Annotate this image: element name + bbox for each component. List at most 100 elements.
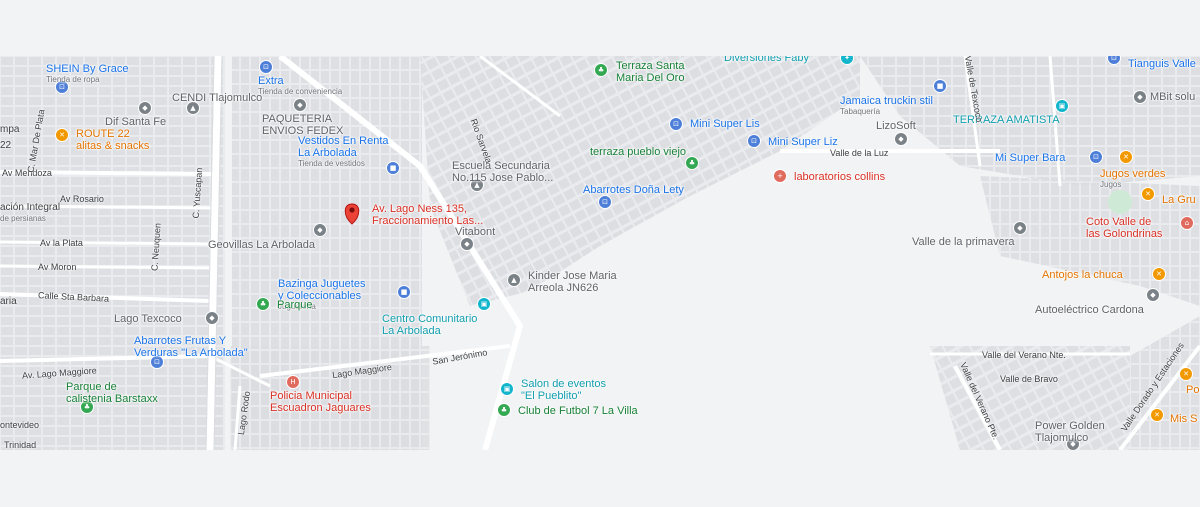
- shopping-bag-icon[interactable]: ■: [933, 79, 947, 93]
- shopping-bag-icon[interactable]: ■: [386, 161, 400, 175]
- place-label-geovillas[interactable]: Geovillas La Arbolada: [208, 239, 315, 251]
- school-icon[interactable]: ▲: [186, 101, 200, 115]
- pin-icon[interactable]: ◆: [293, 98, 307, 112]
- place-name: Mi Super Bara: [995, 152, 1066, 164]
- tree-icon[interactable]: ♣: [80, 400, 94, 414]
- place-label-terrazapueblo[interactable]: terraza pueblo viejo: [590, 146, 686, 158]
- building-icon[interactable]: ▣: [477, 297, 491, 311]
- place-label-misuperbara[interactable]: Mi Super Bara: [995, 152, 1065, 164]
- police-icon[interactable]: H: [286, 375, 300, 389]
- place-label-misu[interactable]: Mis S: [1170, 413, 1198, 425]
- tree-icon[interactable]: ♣: [685, 156, 699, 170]
- place-label-antojos[interactable]: Antojos la chuca: [1042, 269, 1123, 281]
- pin-icon[interactable]: ◆: [1133, 90, 1147, 104]
- place-name: Escuela Secundaria: [452, 160, 550, 172]
- location-marker: [344, 203, 360, 225]
- place-label-clubfutbol[interactable]: Club de Futbol 7 La Villa: [518, 405, 638, 417]
- pin-icon[interactable]: ◆: [1146, 288, 1160, 302]
- place-category: Jugos: [1100, 180, 1122, 189]
- tree-icon[interactable]: ♣: [594, 63, 608, 77]
- shopping-cart-icon[interactable]: ⊡: [669, 117, 683, 131]
- school-icon[interactable]: ▲: [470, 178, 484, 192]
- place-label-autoelectrico[interactable]: Autoeléctrico Cardona: [1035, 304, 1144, 316]
- shopping-cart-icon[interactable]: ⊡: [747, 134, 761, 148]
- place-label-abarroteslety[interactable]: Abarrotes Doña Lety: [583, 184, 684, 196]
- shopping-cart-icon[interactable]: ⊡: [1089, 150, 1103, 164]
- balloon-icon[interactable]: ✦: [840, 56, 854, 65]
- label-cion-integral: ación Integral: [0, 202, 61, 213]
- place-name: Vestidos En Renta: [298, 135, 389, 147]
- place-label-tianguis[interactable]: Tianguis Valle: [1128, 58, 1196, 70]
- map-view[interactable]: Av. Lago Ness 135, Fraccionamiento Las..…: [0, 56, 1200, 450]
- place-label-valleprimavera[interactable]: Valle de la primavera: [912, 236, 1015, 248]
- pin-icon[interactable]: ◆: [894, 132, 908, 146]
- shopping-cart-icon[interactable]: ⊡: [55, 80, 69, 94]
- place-name-line2: "El Pueblito": [521, 390, 582, 402]
- fork-knife-icon[interactable]: ✕: [1152, 267, 1166, 281]
- place-label-parque[interactable]: Parque: [277, 299, 312, 311]
- building-icon[interactable]: ▣: [1055, 99, 1069, 113]
- place-label-cendi[interactable]: CENDI Tlajomulco: [172, 92, 262, 104]
- place-label-miniliz[interactable]: Mini Super Liz: [768, 136, 838, 148]
- place-label-mbit[interactable]: MBit solu: [1150, 91, 1195, 103]
- place-label-diversiones[interactable]: Diversiones Faby: [724, 56, 809, 64]
- shopping-cart-icon[interactable]: ⊡: [259, 60, 273, 74]
- label-aria: aria: [0, 296, 17, 307]
- fork-knife-icon[interactable]: ✕: [1179, 367, 1193, 381]
- pin-icon[interactable]: ◆: [1066, 437, 1080, 450]
- fork-knife-icon[interactable]: ✕: [1119, 150, 1133, 164]
- place-name: Poul: [1186, 384, 1200, 396]
- fork-knife-icon[interactable]: ✕: [1141, 187, 1155, 201]
- building-icon[interactable]: ▣: [500, 382, 514, 396]
- place-label-lizosoft[interactable]: LizoSoft: [876, 120, 916, 132]
- pin-icon[interactable]: ◆: [138, 101, 152, 115]
- tree-icon[interactable]: ♣: [497, 403, 511, 417]
- place-label-lagru[interactable]: La Gru: [1162, 194, 1196, 206]
- shopping-bag-icon[interactable]: ■: [397, 285, 411, 299]
- place-label-dif[interactable]: Dif Santa Fe: [105, 116, 166, 128]
- label-de-persianas: de persianas: [0, 214, 46, 223]
- marker-label[interactable]: Av. Lago Ness 135, Fraccionamiento Las..…: [372, 203, 483, 227]
- fork-knife-icon[interactable]: ✕: [55, 128, 69, 142]
- tree-icon[interactable]: ♣: [256, 297, 270, 311]
- pin-icon[interactable]: ◆: [460, 237, 474, 251]
- medical-icon[interactable]: +: [773, 169, 787, 183]
- place-label-poul[interactable]: Poul: [1186, 384, 1200, 396]
- pin-icon[interactable]: ◆: [1013, 221, 1027, 235]
- place-label-terrazaamatista[interactable]: TERRAZA AMATISTA: [953, 114, 1060, 126]
- school-icon[interactable]: ▲: [507, 273, 521, 287]
- home-icon[interactable]: ⌂: [1180, 216, 1194, 230]
- pin-icon[interactable]: ◆: [313, 223, 327, 237]
- place-label-vitabont[interactable]: Vitabont: [455, 226, 495, 238]
- fork-knife-icon[interactable]: ✕: [1150, 408, 1164, 422]
- place-label-lagotexcoco[interactable]: Lago Texcoco: [114, 313, 182, 325]
- place-name: LizoSoft: [876, 120, 916, 132]
- shopping-cart-icon[interactable]: ⊡: [150, 355, 164, 369]
- map-canvas: [0, 56, 1200, 450]
- shopping-cart-icon[interactable]: ⊡: [598, 195, 612, 209]
- place-name: SHEIN By Grace: [46, 63, 129, 75]
- pin-icon[interactable]: ◆: [205, 311, 219, 325]
- shopping-cart-icon[interactable]: ⊡: [1107, 56, 1121, 65]
- place-label-laboratorios[interactable]: laboratorios collins: [794, 171, 885, 183]
- place-label-salon[interactable]: Salon de eventos"El Pueblito": [521, 378, 606, 402]
- place-label-minilis[interactable]: Mini Super Lis: [690, 118, 760, 130]
- place-name: terraza pueblo viejo: [590, 146, 687, 158]
